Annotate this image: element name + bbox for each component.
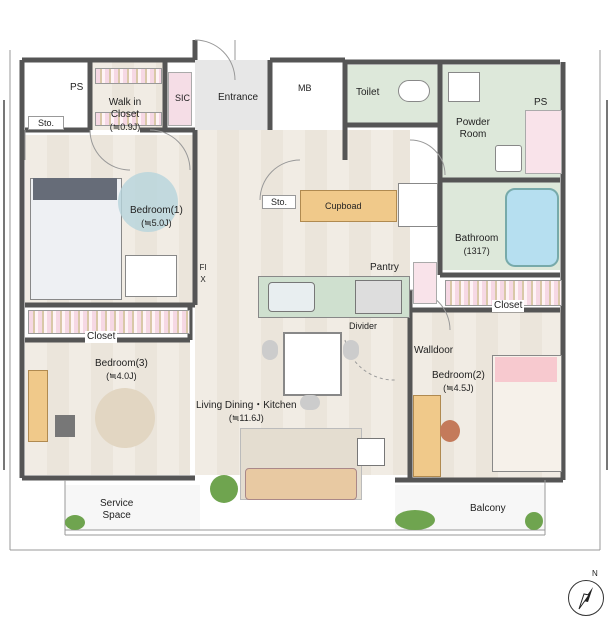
stove — [355, 280, 402, 314]
closet-left-label: Closet — [85, 331, 118, 343]
bedroom3-size: (≒4.0J) — [106, 371, 137, 381]
living-size: (≒11.6J) — [228, 413, 264, 423]
walk-in-closet-name: Walk in Closet — [108, 97, 142, 120]
sic-shelf — [168, 72, 192, 126]
closet-right-label: Closet — [492, 300, 525, 312]
sofa — [245, 468, 357, 500]
plant — [525, 512, 543, 530]
bed-pillow — [33, 178, 117, 200]
walk-in-closet-rack — [95, 68, 162, 84]
sto-left-label: Sto. — [28, 116, 64, 130]
bathroom-label: Bathroom (1317) — [455, 233, 498, 257]
bedroom2-size: (≒4.5J) — [443, 383, 474, 393]
cupboad-label: Cupboad — [325, 201, 362, 211]
plant — [210, 475, 238, 503]
ps-left-label: PS — [70, 82, 84, 93]
walk-in-closet-rack-lower — [95, 112, 162, 126]
washbasin — [448, 72, 480, 102]
bedroom2-label: Bedroom(2) (≒4.5J) — [432, 370, 485, 394]
desk — [125, 255, 177, 297]
plant — [395, 510, 435, 530]
dining-chair — [300, 395, 320, 410]
washing-machine — [495, 145, 522, 172]
walk-in-closet-label: Walk in Closet (≒0.9J) — [100, 85, 150, 145]
living-name: Living Dining・Kitchen — [196, 400, 297, 411]
sto-center-label: Sto. — [262, 195, 296, 209]
pantry-shelf — [413, 262, 437, 304]
powder-room-label: Powder Room — [456, 117, 490, 140]
round-rug — [95, 388, 155, 448]
entrance-floor — [195, 60, 270, 130]
entrance-label: Entrance — [218, 92, 259, 103]
dining-table — [283, 332, 342, 396]
service-space-floor — [65, 485, 200, 530]
toilet-label: Toilet — [356, 87, 380, 98]
desk-chair — [440, 420, 460, 442]
bedroom1-name: Bedroom(1) — [130, 205, 183, 216]
closet-bedroom3 — [28, 310, 190, 334]
bedroom3-name: Bedroom(3) — [95, 358, 148, 369]
bed-pillow — [495, 357, 557, 382]
service-space-label: Service Space — [100, 498, 134, 521]
kitchen-sink — [268, 282, 315, 312]
towel-rack — [525, 110, 562, 174]
bedroom2-name: Bedroom(2) — [432, 370, 485, 381]
bedroom1-label: Bedroom(1) (≒5.0J) — [130, 205, 183, 229]
divider-label: Divider — [349, 321, 378, 331]
mb-floor — [275, 60, 340, 120]
mb-label: MB — [298, 83, 312, 93]
bedroom3-label: Bedroom(3) (≒4.0J) — [95, 358, 148, 382]
desk — [413, 395, 441, 477]
cupboard — [300, 190, 397, 222]
compass-north-label: N — [592, 569, 598, 578]
compass-arrow-icon — [578, 587, 593, 610]
bedroom1-size: (≒5.0J) — [141, 218, 172, 228]
sic-label: SIC — [175, 93, 191, 103]
fridge — [398, 183, 438, 227]
tv-stand — [357, 438, 385, 466]
dining-chair — [262, 340, 278, 360]
living-dining-kitchen-label: Living Dining・Kitchen (≒11.6J) — [196, 400, 297, 424]
desk — [28, 370, 48, 442]
bathroom-name: Bathroom — [455, 233, 499, 244]
plant — [65, 515, 85, 530]
toilet-fixture — [398, 80, 430, 102]
walk-in-closet-size: (≒0.9J) — [109, 122, 141, 132]
dining-chair — [343, 340, 359, 360]
desk-chair — [55, 415, 75, 437]
balcony-label: Balcony — [470, 503, 506, 514]
bathroom-size: (1317) — [463, 246, 490, 256]
walldoor-label: Walldoor — [414, 345, 454, 356]
round-rug — [118, 172, 178, 232]
bathtub — [505, 188, 559, 267]
compass — [568, 580, 604, 616]
pantry-label: Pantry — [370, 262, 399, 273]
fix-label: FIX — [199, 263, 207, 284]
ps-right-label: PS — [534, 97, 548, 108]
